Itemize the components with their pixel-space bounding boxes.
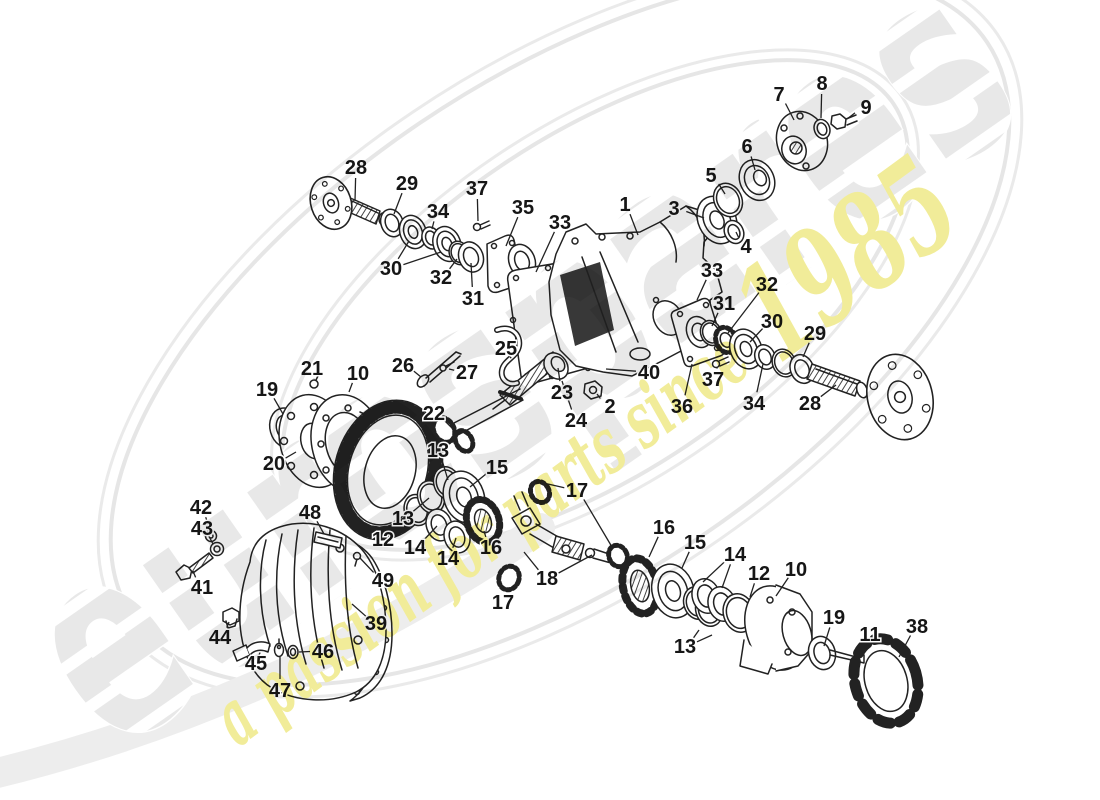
axle-flange-left: [303, 170, 359, 236]
part-label-35: 35: [512, 197, 534, 219]
plug-44: [222, 607, 240, 629]
part-label-42: 42: [190, 497, 212, 519]
part-label-17-upper: 17: [566, 480, 588, 502]
part-label-20: 20: [263, 453, 285, 475]
bolt-37-upper: [472, 220, 491, 232]
part-label-22: 22: [423, 403, 445, 425]
part-label-30-right: 30: [761, 311, 783, 333]
part-label-11: 11: [859, 624, 880, 646]
leader-line-34-right: [756, 363, 764, 393]
leader-line-15-right: [681, 551, 690, 569]
lock-washer-43: [209, 541, 225, 557]
part-label-33-left: 33: [549, 212, 571, 234]
leader-line-28-left: [354, 177, 357, 202]
diff-case-10-right: [739, 584, 813, 675]
nut-9: [830, 113, 858, 130]
part-label-18: 18: [536, 568, 558, 590]
leader-line-13-right: [696, 634, 713, 643]
spider-gear-17-top: [527, 478, 553, 506]
leader-line-36: [684, 363, 693, 396]
part-label-14-left-b: 14: [437, 548, 460, 570]
part-label-29-right: 29: [804, 323, 826, 345]
part-label-15-right: 15: [684, 532, 706, 554]
part-label-38: 38: [906, 616, 928, 638]
leader-line-30-left: [403, 251, 442, 266]
leader-line-16-right: [648, 536, 659, 558]
leader-line-26: [413, 370, 422, 378]
part-label-44: 44: [209, 627, 232, 649]
leader-line-30-left: [397, 240, 410, 260]
part-label-36: 36: [671, 396, 693, 418]
part-label-34-left: 34: [427, 201, 450, 223]
part-label-8: 8: [816, 73, 827, 95]
part-label-31-right: 31: [713, 293, 735, 315]
part-label-10-right: 10: [785, 559, 807, 581]
drive-flange-7: [775, 110, 829, 172]
part-label-21: 21: [301, 358, 323, 380]
leader-line-29-left: [393, 192, 403, 215]
part-label-2: 2: [604, 396, 615, 418]
part-label-13-top: 13: [427, 440, 449, 462]
part-label-1: 1: [619, 194, 630, 216]
part-label-23: 23: [551, 382, 573, 404]
part-label-28-left: 28: [345, 157, 367, 179]
part-label-7: 7: [773, 84, 784, 106]
part-label-27: 27: [456, 362, 478, 384]
part-label-14-left-a: 14: [404, 537, 427, 559]
part-label-25: 25: [495, 338, 517, 360]
part-label-31-left: 31: [462, 288, 484, 310]
part-label-9: 9: [860, 97, 871, 119]
part-label-19-left: 19: [256, 379, 278, 401]
seal-ring-46: [287, 644, 299, 660]
part-label-41: 41: [191, 577, 213, 599]
part-label-45: 45: [245, 653, 267, 675]
leader-line-46: [298, 650, 311, 653]
part-label-34-right: 34: [743, 393, 766, 415]
part-label-28-right: 28: [799, 393, 821, 415]
leader-line-37-upper: [476, 198, 479, 222]
axle-flange-right: [857, 346, 943, 448]
part-label-13-left: 13: [392, 508, 414, 530]
part-label-12-left: 12: [372, 529, 394, 551]
part-label-3: 3: [668, 198, 679, 220]
part-label-37-right: 37: [702, 369, 724, 391]
part-label-47: 47: [269, 680, 291, 702]
part-label-48: 48: [299, 502, 321, 524]
pin-26: [416, 351, 462, 388]
leader-line-8: [820, 93, 823, 119]
part-label-43: 43: [191, 518, 213, 540]
part-label-15-left: 15: [486, 457, 508, 479]
part-label-14-right: 14: [724, 544, 747, 566]
part-label-12-right: 12: [748, 563, 770, 585]
part-label-19-right: 19: [823, 607, 845, 629]
part-label-33-right: 33: [701, 260, 723, 282]
part-label-4: 4: [740, 236, 752, 258]
leader-line-27: [448, 368, 455, 371]
part-label-32-left: 32: [430, 267, 452, 289]
part-label-6: 6: [741, 136, 752, 158]
part-label-17-lower: 17: [492, 592, 514, 614]
leader-line-14-right: [721, 564, 732, 589]
part-label-5: 5: [705, 165, 716, 187]
part-label-24: 24: [565, 410, 588, 432]
part-label-30-left: 30: [380, 258, 402, 280]
leader-line-17-upper: [583, 499, 613, 548]
part-label-32-right: 32: [756, 274, 778, 296]
part-label-16-left: 16: [480, 537, 502, 559]
part-label-40: 40: [638, 362, 660, 384]
part-label-10-left: 10: [347, 363, 369, 385]
part-label-46: 46: [312, 641, 334, 663]
part-label-13-right: 13: [674, 636, 696, 658]
part-label-29-left: 29: [396, 173, 418, 195]
part-label-16-right: 16: [653, 517, 675, 539]
part-label-39: 39: [365, 613, 387, 635]
leader-line-14-right: [702, 560, 726, 583]
part-label-26: 26: [392, 355, 414, 377]
part-label-49: 49: [372, 570, 394, 592]
cross-shaft-18: [511, 491, 630, 570]
part-label-37-upper: 37: [466, 178, 488, 200]
